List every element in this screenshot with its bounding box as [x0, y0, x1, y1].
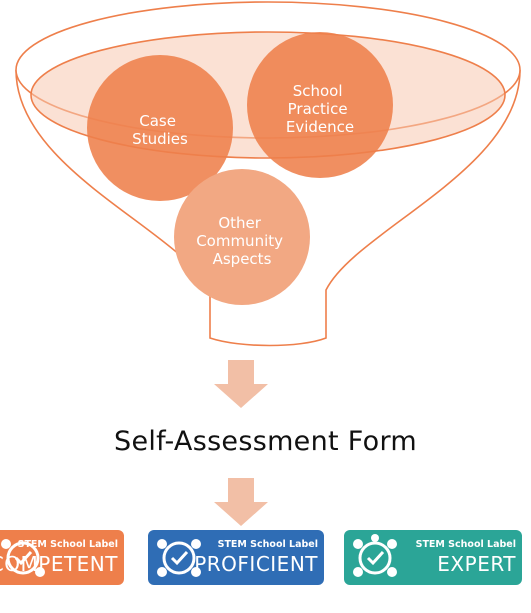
badge-proficient-icon [157, 539, 201, 577]
self-assessment-form-title: Self-Assessment Form [114, 426, 417, 457]
school-practice-evidence-label: School Practice Evidence [286, 82, 354, 136]
circle-school-practice-evidence [247, 32, 393, 178]
case-studies-label: Case Studies [132, 112, 188, 148]
other-community-aspects-label: Other Community Aspects [196, 214, 288, 268]
badge-proficient-level: PROFICIENT [194, 552, 318, 576]
school-practice-line-3: Evidence [286, 118, 354, 136]
circle-case-studies [87, 55, 233, 201]
badge-expert: STEM School Label EXPERT [344, 530, 522, 585]
other-community-line-1: Other [218, 214, 261, 232]
badge-expert-top: STEM School Label [415, 539, 516, 550]
circle-other-community-aspects [174, 169, 310, 305]
down-arrow-1 [214, 360, 268, 408]
badge-proficient: STEM School Label PROFICIENT [148, 530, 324, 585]
badge-proficient-top: STEM School Label [217, 539, 318, 550]
badge-competent: STEM School Label COMPETENT [0, 530, 124, 585]
badge-competent-top: STEM School Label [17, 539, 118, 550]
badge-expert-icon [353, 534, 397, 577]
badge-expert-level: EXPERT [437, 552, 516, 576]
other-community-line-3: Aspects [213, 250, 272, 268]
down-arrow-2 [214, 478, 268, 526]
school-practice-line-1: School [293, 82, 343, 100]
case-studies-line-2: Studies [132, 130, 188, 148]
school-practice-line-2: Practice [288, 100, 348, 118]
case-studies-line-1: Case [139, 112, 176, 130]
badge-competent-icon [1, 539, 45, 577]
other-community-line-2: Community [196, 232, 283, 250]
badge-competent-level: COMPETENT [0, 552, 118, 576]
